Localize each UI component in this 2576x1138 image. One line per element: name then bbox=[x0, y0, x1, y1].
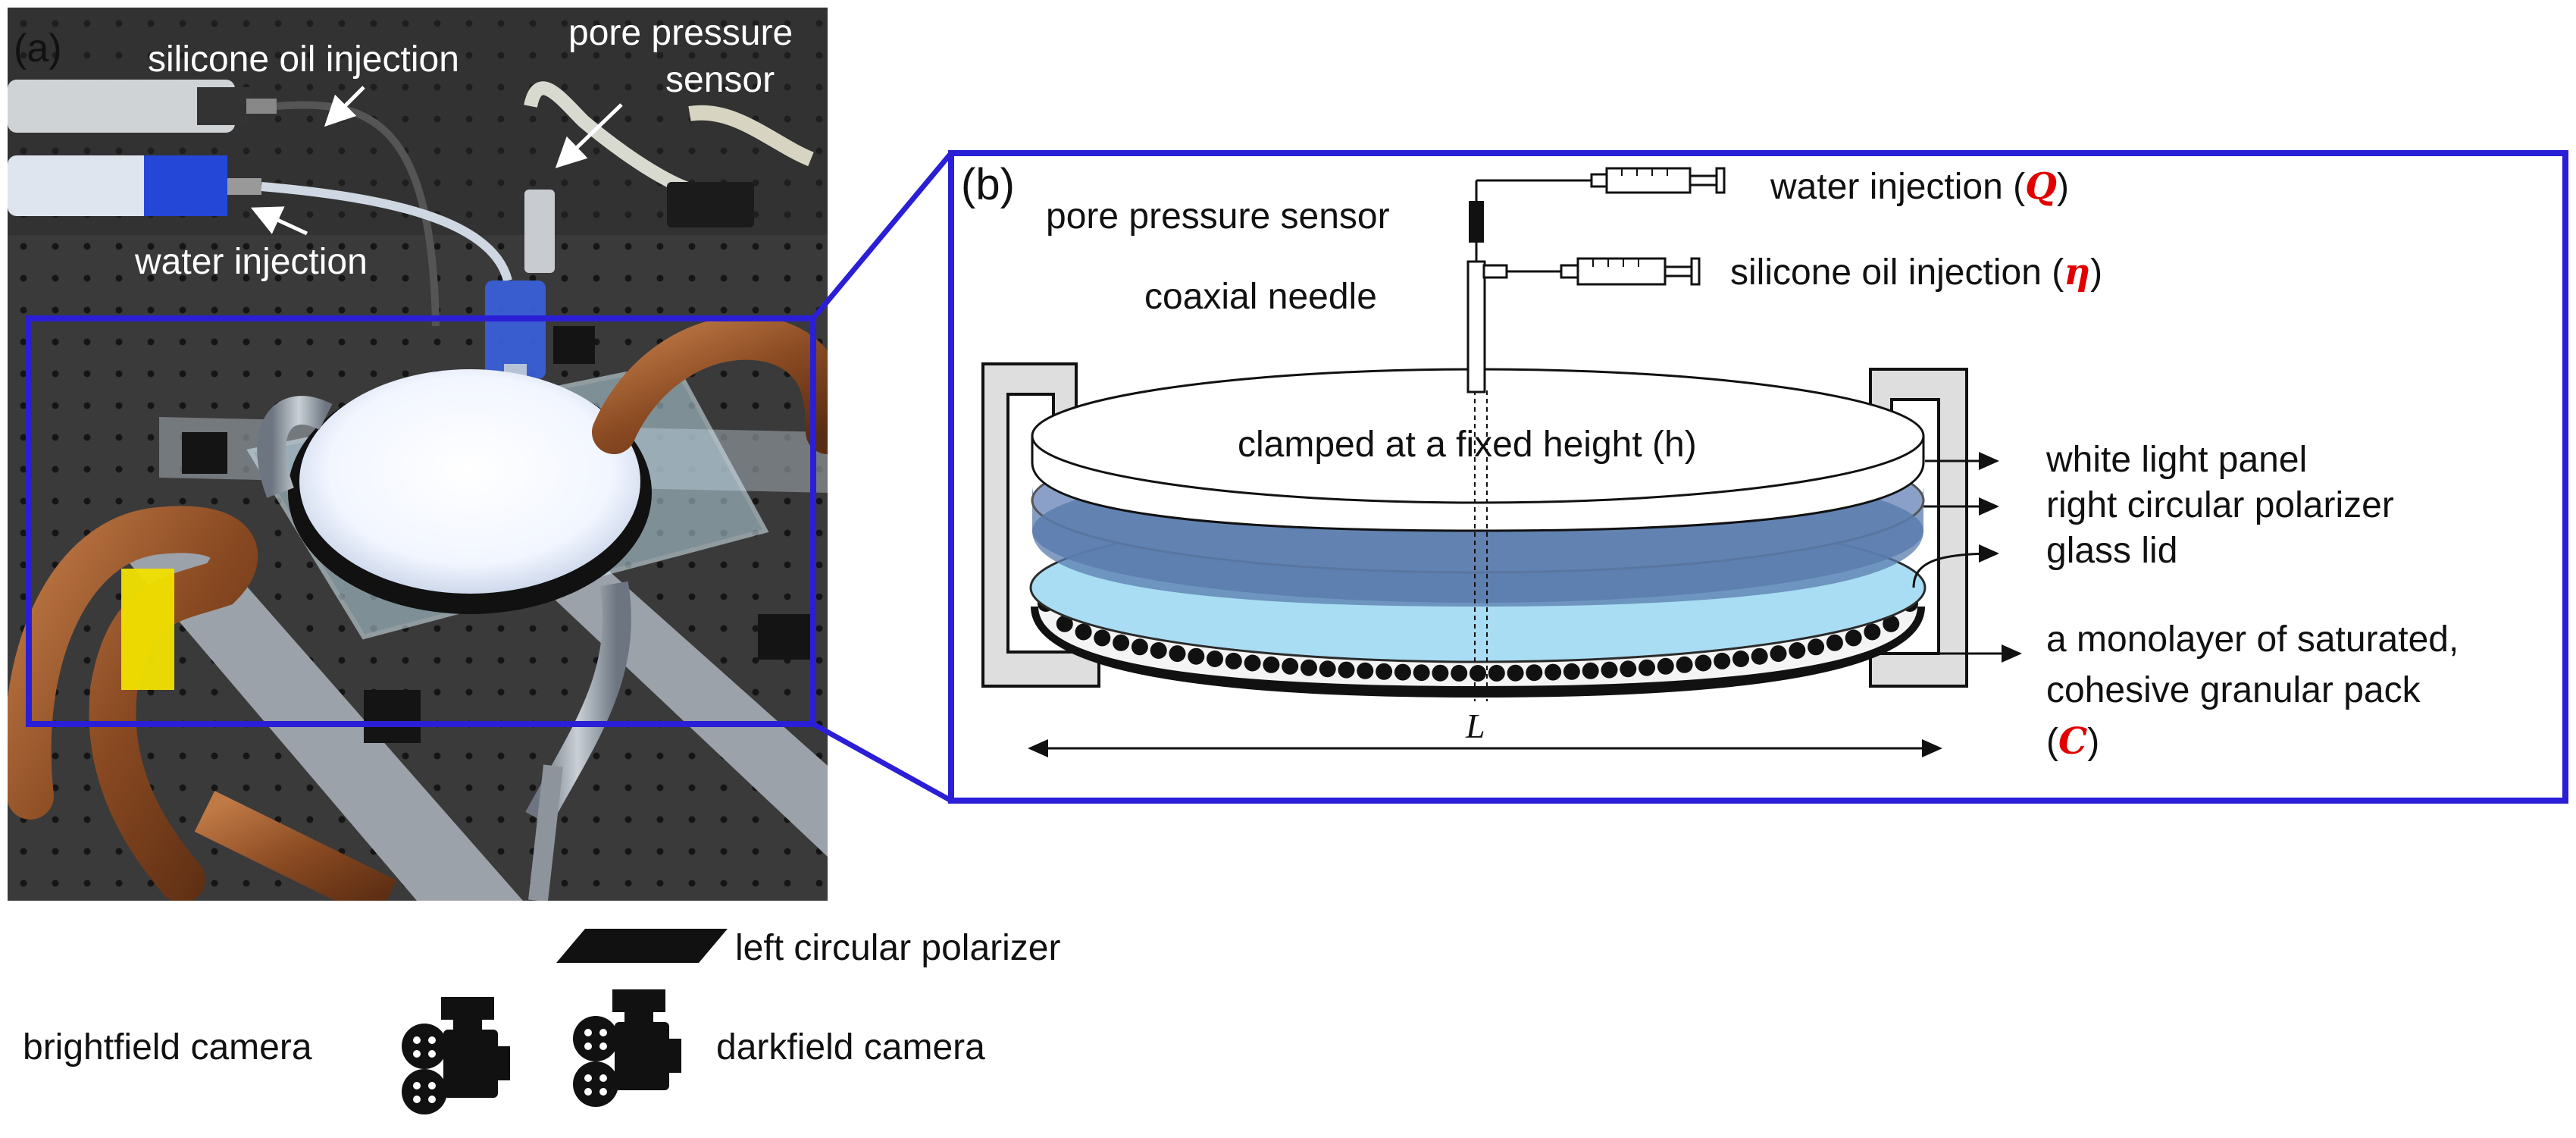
arrow-glass-lid bbox=[1912, 544, 1999, 588]
grain bbox=[1188, 647, 1205, 665]
grain bbox=[1470, 665, 1486, 682]
grain bbox=[1845, 629, 1862, 647]
grain bbox=[1526, 664, 1543, 682]
grain bbox=[1864, 623, 1881, 641]
grain bbox=[1338, 661, 1355, 679]
grain bbox=[1394, 663, 1411, 681]
grain bbox=[1770, 645, 1787, 663]
water-close-paren: ) bbox=[2056, 167, 2069, 207]
silicone-oil-tubing bbox=[276, 101, 440, 327]
panel-b-label: (b) bbox=[961, 160, 1015, 209]
label-clamped-height: clamped at a fixed height (h) bbox=[1238, 425, 1697, 465]
grain bbox=[1131, 638, 1148, 656]
grain bbox=[1225, 652, 1242, 669]
grain bbox=[1639, 659, 1655, 676]
grain bbox=[1695, 654, 1712, 672]
grain bbox=[1789, 642, 1806, 659]
grain bbox=[1826, 634, 1843, 651]
pressure-sensor-box bbox=[667, 182, 754, 227]
pore-pressure-sensor bbox=[1469, 201, 1484, 243]
grain bbox=[1751, 647, 1768, 665]
label-white-light-panel: white light panel bbox=[2046, 440, 2308, 480]
cohesion-symbol: C bbox=[2058, 720, 2088, 763]
photo-silicone-oil-label: silicone oil injection bbox=[148, 39, 459, 80]
grain bbox=[1732, 651, 1749, 667]
grain bbox=[1056, 615, 1073, 632]
cohesion-open-paren: ( bbox=[2046, 722, 2058, 762]
grain bbox=[1582, 662, 1599, 679]
length-symbol: L bbox=[1466, 707, 1485, 745]
grain bbox=[1620, 660, 1637, 678]
photo-pore-pressure-label-line1: pore pressure bbox=[568, 13, 793, 53]
grain bbox=[1714, 652, 1731, 669]
grain bbox=[1075, 623, 1092, 641]
label-cohesion: (C) bbox=[2046, 723, 2099, 760]
grain bbox=[1808, 638, 1825, 656]
silicone-oil-syringe bbox=[8, 80, 277, 133]
grain bbox=[1507, 664, 1524, 682]
grain bbox=[1676, 656, 1693, 673]
grain bbox=[1563, 663, 1580, 680]
label-glass-lid: glass lid bbox=[2046, 531, 2178, 571]
grain bbox=[1545, 663, 1562, 681]
label-brightfield-camera: brightfield camera bbox=[23, 1027, 312, 1067]
photo-pore-pressure-label-line2: sensor bbox=[665, 60, 775, 100]
label-silicone-oil-injection: silicone oil injection (η) bbox=[1730, 254, 2102, 291]
water-tubing bbox=[261, 182, 512, 282]
panel-a-label: (a) bbox=[14, 27, 62, 71]
grain bbox=[1094, 629, 1111, 647]
grain bbox=[1357, 662, 1374, 679]
grain bbox=[1432, 664, 1449, 682]
grain bbox=[1301, 659, 1317, 676]
granular-monolayer bbox=[1038, 595, 1918, 682]
water-syringe bbox=[8, 155, 261, 216]
oil-syringe-icon bbox=[1560, 257, 1701, 286]
grain bbox=[1601, 661, 1618, 679]
grain bbox=[1150, 642, 1167, 659]
label-right-circular-polarizer: right circular polarizer bbox=[2046, 485, 2394, 525]
label-coaxial-needle: coaxial needle bbox=[1144, 277, 1377, 317]
label-monolayer-line2: cohesive granular pack bbox=[2046, 670, 2421, 710]
grain bbox=[1488, 664, 1505, 682]
label-monolayer-line1: a monolayer of saturated, bbox=[2046, 619, 2459, 660]
grain bbox=[1207, 651, 1223, 667]
coaxial-needle bbox=[1466, 260, 1486, 393]
water-injection-text: water injection ( bbox=[1770, 167, 2026, 207]
grain bbox=[1282, 657, 1299, 675]
grain bbox=[1113, 634, 1130, 651]
oil-close-paren: ) bbox=[2090, 252, 2103, 293]
grain bbox=[1657, 657, 1674, 675]
photo-water-injection-label: water injection bbox=[135, 242, 368, 282]
label-water-injection: water injection (Q) bbox=[1770, 168, 2069, 205]
flow-rate-symbol: Q bbox=[2025, 165, 2057, 208]
grain bbox=[1319, 660, 1336, 678]
viscosity-symbol: η bbox=[2064, 251, 2091, 293]
grain bbox=[1883, 615, 1900, 632]
label-darkfield-camera: darkfield camera bbox=[716, 1027, 985, 1067]
label-left-circular-polarizer: left circular polarizer bbox=[735, 928, 1061, 968]
grain bbox=[1413, 664, 1430, 682]
oil-injection-text: silicone oil injection ( bbox=[1730, 252, 2064, 293]
cohesion-close-paren: ) bbox=[2087, 722, 2100, 762]
grain bbox=[1244, 654, 1261, 672]
grain bbox=[1169, 645, 1186, 663]
label-pore-pressure-sensor: pore pressure sensor bbox=[1046, 196, 1390, 237]
water-syringe-icon bbox=[1590, 167, 1726, 194]
grain bbox=[1263, 656, 1280, 673]
grain bbox=[1451, 664, 1468, 682]
grain bbox=[1376, 663, 1393, 680]
